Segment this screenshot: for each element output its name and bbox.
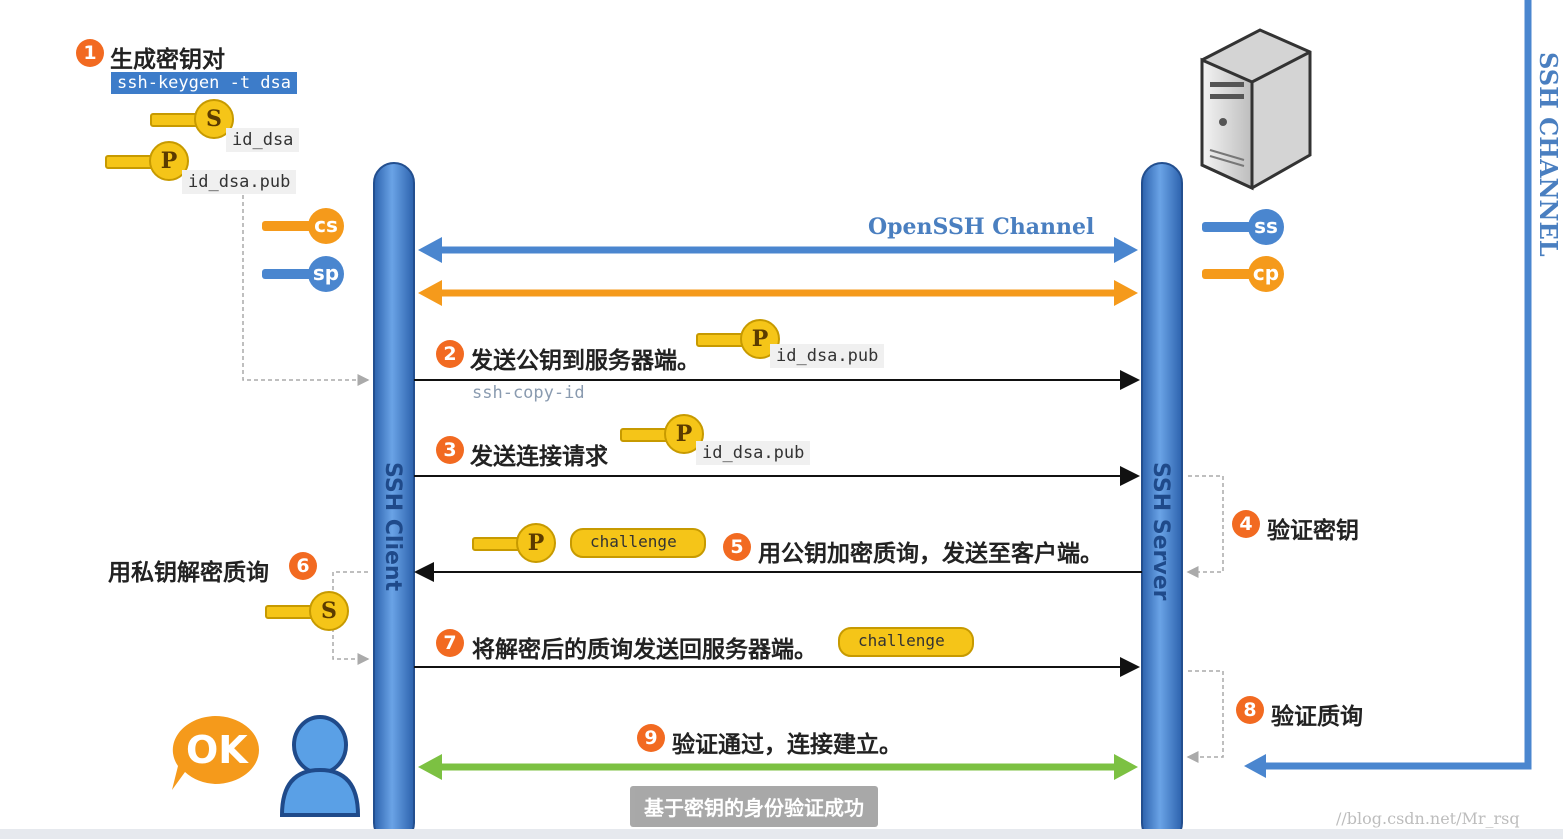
step5-challenge-text: challenge xyxy=(590,532,677,551)
ssh-channel-line xyxy=(1262,0,1532,770)
server-pole xyxy=(1141,162,1183,839)
public-key-filename: id_dsa.pub xyxy=(182,170,297,194)
step7-challenge-text: challenge xyxy=(858,631,945,650)
step6-key-icon: S xyxy=(265,590,355,631)
step5-key-icon: P xyxy=(472,522,562,563)
ssh-client-label: SSH Client xyxy=(380,462,405,592)
cs-key-icon: cs xyxy=(262,206,352,246)
step9-badge: 9 xyxy=(637,724,665,752)
ssh-server-label: SSH Server xyxy=(1148,462,1173,601)
bracket-step4 xyxy=(1186,475,1224,578)
step1-label: 生成密钥对 xyxy=(110,47,225,73)
step2-badge: 2 xyxy=(436,340,464,368)
step1-badge: 1 xyxy=(76,39,104,67)
step2-label: 发送公钥到服务器端。 xyxy=(470,348,700,374)
bottom-strip xyxy=(0,829,1563,839)
ok-bubble-text: OK xyxy=(186,728,248,772)
step9-label: 验证通过，连接建立。 xyxy=(672,732,902,758)
step4-badge: 4 xyxy=(1232,510,1260,538)
step3-badge: 3 xyxy=(436,436,464,464)
step7-challenge-pill: challenge xyxy=(838,627,974,657)
user-icon xyxy=(279,715,361,817)
watermark: //blog.csdn.net/Mr_rsq xyxy=(1336,809,1520,828)
keygen-command: ssh-keygen -t dsa xyxy=(111,72,297,94)
client-pole xyxy=(373,162,415,839)
private-key-filename: id_dsa xyxy=(226,128,300,152)
step5-label: 用公钥加密质询，发送至客户端。 xyxy=(758,541,1103,567)
step4-label: 验证密钥 xyxy=(1267,518,1359,544)
copy-id-command: ssh-copy-id xyxy=(472,383,585,403)
ok-bubble-shape xyxy=(172,716,259,790)
step5-badge: 5 xyxy=(723,533,751,561)
step6-badge: 6 xyxy=(289,552,317,580)
dashed-connector-pub xyxy=(242,195,370,386)
success-green-arrow xyxy=(418,754,1138,780)
step8-label: 验证质询 xyxy=(1271,704,1363,730)
cp-key-icon: cp xyxy=(1202,254,1292,294)
openssh-blue-arrow xyxy=(418,237,1138,263)
sp-key-icon: sp xyxy=(262,254,352,294)
step8-badge: 8 xyxy=(1236,696,1264,724)
step3-label: 发送连接请求 xyxy=(470,444,608,470)
openssh-orange-arrow xyxy=(418,280,1138,306)
step6-label: 用私钥解密质询 xyxy=(108,560,269,586)
step5-challenge-pill: challenge xyxy=(570,528,706,558)
public-key-icon: P xyxy=(105,140,195,181)
step2-filename: id_dsa.pub xyxy=(770,344,885,368)
openssh-channel-label: OpenSSH Channel xyxy=(868,214,1095,240)
step7-badge: 7 xyxy=(436,629,464,657)
step3-filename: id_dsa.pub xyxy=(696,441,811,465)
step7-label: 将解密后的质询发送回服务器端。 xyxy=(472,637,817,663)
server-icon xyxy=(1200,28,1312,191)
success-banner: 基于密钥的身份验证成功 xyxy=(630,786,878,827)
bracket-step8 xyxy=(1186,670,1224,763)
ssh-channel-vertical-label: SSH CHANNEL xyxy=(1534,52,1563,257)
ssh-channel-arrowhead xyxy=(1244,754,1266,778)
ss-key-icon: ss xyxy=(1202,207,1292,247)
